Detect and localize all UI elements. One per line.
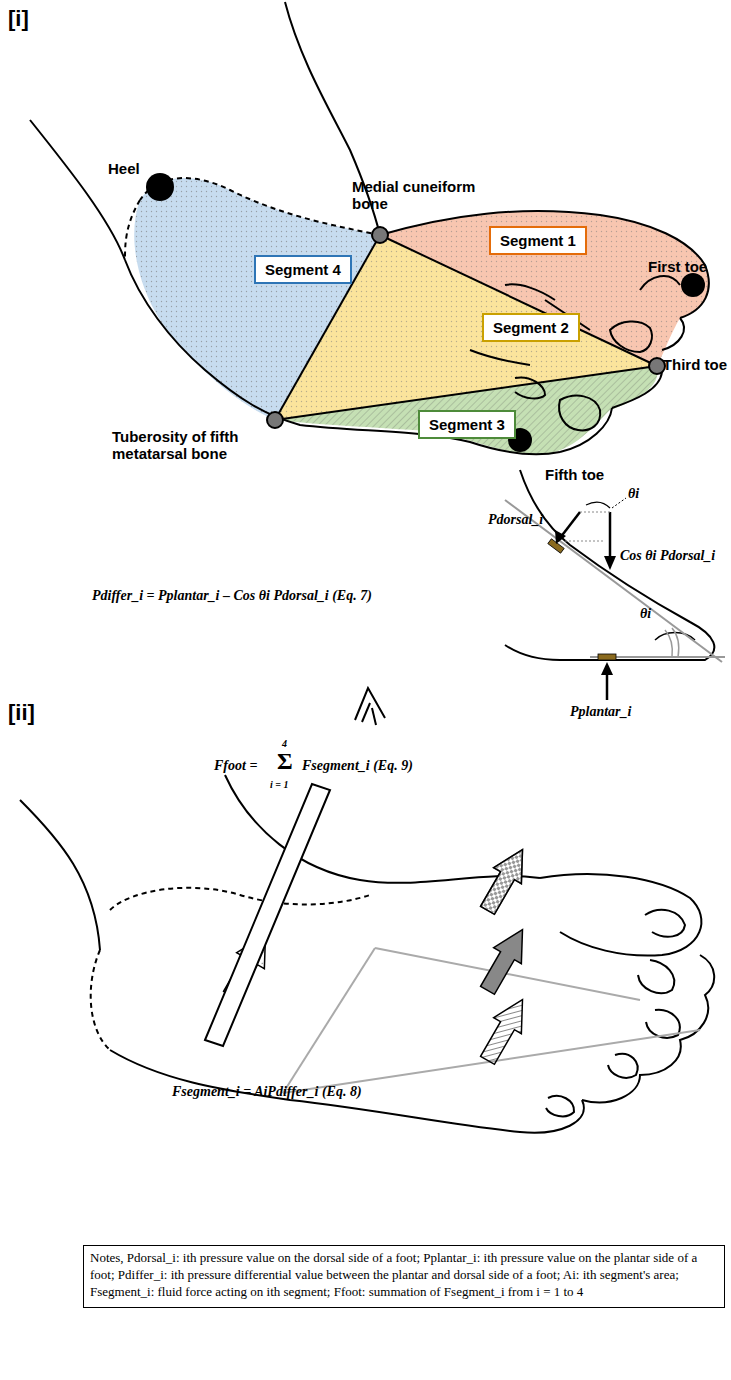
equation: Pdiffer_i = Pplantar_i – Cos θi Pdorsal_…: [92, 588, 372, 604]
angle-label: θi: [640, 606, 651, 622]
pressure-label: Pplantar_i: [570, 704, 631, 720]
equation: Fsegment_i = AiPdiffer_i (Eq. 8): [172, 1084, 362, 1100]
foot-side-view: [505, 470, 725, 700]
notes-text: Notes, Pdorsal_i: ith pressure value on …: [90, 1250, 718, 1301]
notes-box: Notes, Pdorsal_i: ith pressure value on …: [83, 1245, 725, 1308]
part-label: Heel: [108, 160, 140, 177]
pressure-label: Cos θi Pdorsal_i: [620, 548, 715, 564]
foot-panel-ii: [20, 688, 714, 1133]
segment-name: Segment 2: [493, 319, 569, 336]
part-label: First toe: [648, 258, 707, 275]
panel-label: [ii]: [8, 700, 35, 725]
segment-name: Segment 1: [500, 232, 576, 249]
equation-limit: 4: [282, 738, 287, 749]
segment-box: Segment 3: [418, 410, 516, 439]
segment-name: Segment 4: [265, 261, 341, 278]
equation: Fsegment_i (Eq. 9): [300, 758, 415, 774]
foot-panel-i: [30, 2, 709, 455]
angle-label: θi: [628, 486, 639, 502]
panel-label: [i]: [8, 6, 29, 31]
part-label: Fifth toe: [545, 466, 604, 483]
part-label: Third toe: [663, 356, 727, 373]
segment-box: Segment 2: [482, 313, 580, 342]
segment-box: Segment 4: [254, 255, 352, 284]
segment-box: Segment 1: [489, 226, 587, 255]
pressure-label: Pdorsal_i: [488, 512, 543, 528]
sum-symbol: Σ: [277, 748, 293, 775]
part-label: Tuberosity of fifth metatarsal bone: [112, 428, 292, 463]
equation: Ffoot =: [212, 758, 259, 774]
part-label: Medial cuneiform bone: [352, 178, 502, 213]
segment-name: Segment 3: [429, 416, 505, 433]
equation-limit: i = 1: [270, 779, 288, 790]
